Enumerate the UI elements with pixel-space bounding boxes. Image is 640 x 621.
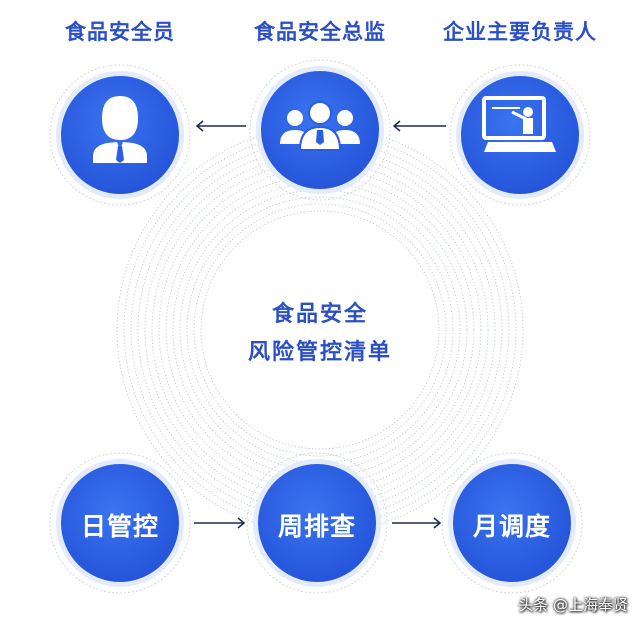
arrow-left-2 [392, 120, 446, 132]
cycle-label-daily: 日管控 [80, 512, 159, 541]
role-circle-3 [449, 64, 591, 206]
cycle-circle-3 [441, 452, 583, 594]
center-title-line1: 食品安全 [271, 302, 368, 327]
cycle-label-monthly: 月调度 [472, 512, 551, 541]
arrow-right-2 [392, 517, 442, 529]
role-title-2: 食品安全总监 [254, 20, 386, 44]
arrow-right-1 [194, 517, 246, 529]
center-title-line2: 风险管控清单 [247, 340, 392, 365]
group-people-icon [280, 101, 360, 151]
center-disc [212, 222, 428, 438]
presenter-board-icon [482, 96, 556, 152]
role-title-3: 企业主要负责人 [443, 20, 597, 44]
cycle-label-weekly: 周排查 [277, 512, 356, 541]
cycle-circle-2 [246, 452, 388, 594]
arrow-left-1 [195, 120, 246, 132]
watermark: 头条 @上海奉贤 [518, 596, 628, 614]
role-title-1: 食品安全员 [65, 20, 175, 44]
person-tie-icon [93, 96, 147, 163]
cycle-circle-1 [49, 452, 191, 594]
